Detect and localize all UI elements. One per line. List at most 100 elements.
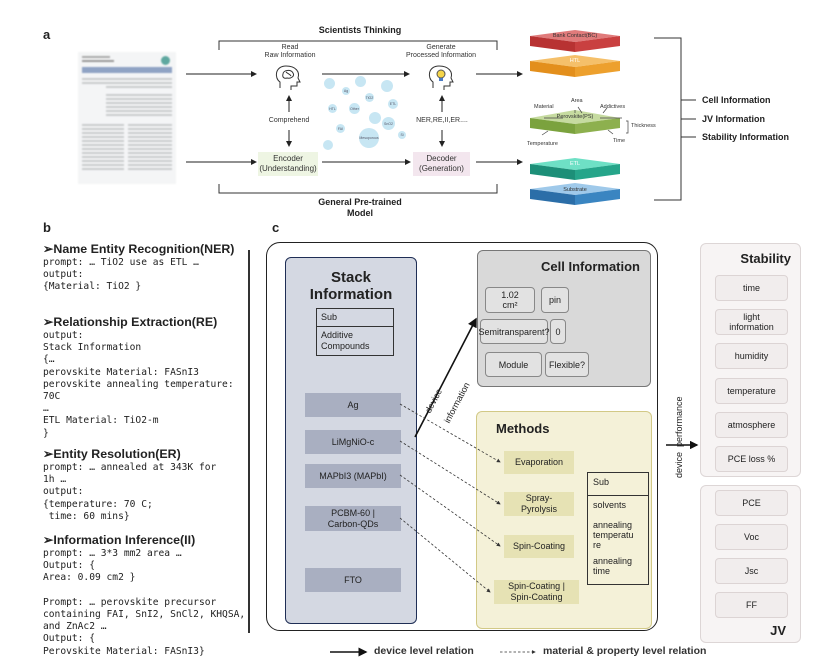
lightbulb-head-icon xyxy=(428,65,454,90)
scientists-bracket xyxy=(218,40,498,50)
jv-title: JV xyxy=(770,623,786,638)
bubble-htl: HTL xyxy=(328,104,337,113)
cell-module: Module xyxy=(485,352,542,377)
bubble-mesoporous: Mesoporous xyxy=(359,128,379,148)
stack-layer-pcbm: PCBM-60 | Carbon-QDs xyxy=(305,506,401,531)
device-outer-box xyxy=(266,242,658,631)
layer-substrate xyxy=(530,183,620,205)
bubble-fai: FAI xyxy=(336,124,345,133)
ner-heading: ➢Name Entity Recognition(NER) xyxy=(43,242,235,256)
knowledge-bubbles: Ag TiO2 ETL HTL Other SnO2 FAI Mesoporou… xyxy=(322,76,412,158)
method-spin-coating: Spin-Coating xyxy=(504,535,574,558)
method-evaporation: Evaporation xyxy=(504,451,574,474)
cell-structure-value: pin xyxy=(541,287,569,313)
ps-additives-label: Addictives xyxy=(600,104,626,110)
general-model-label: General Pre-trained Model xyxy=(318,197,402,218)
methods-sub-table: Sub solvents annealing temperatu re anne… xyxy=(587,472,649,585)
stack-sub-table: Sub Additive Compounds xyxy=(316,308,394,356)
jv-pce: PCE xyxy=(715,490,788,516)
substrate-label: Substrate xyxy=(563,187,587,193)
brain-head-icon xyxy=(275,65,301,90)
stability-temperature: temperature xyxy=(715,378,788,404)
ner-tasks-label: NER,RE,II,ER.... xyxy=(416,117,468,124)
jv-voc: Voc xyxy=(715,524,788,550)
bubble-ag: Ag xyxy=(342,87,350,95)
htl-label: HTL xyxy=(569,58,581,64)
stability-panel: Stability time light information humidit… xyxy=(700,243,801,477)
cell-semitransparent: Semitransparent? xyxy=(478,319,550,344)
comprehend-label: Comprehend xyxy=(268,117,310,124)
stability-light-information: light information xyxy=(715,309,788,335)
output-cell-information: Cell Information xyxy=(702,95,771,105)
stability-atmosphere: atmosphere xyxy=(715,412,788,438)
ps-material-label: Material xyxy=(534,104,554,110)
output-jv-information: JV Information xyxy=(702,114,766,124)
panel-a-connectors xyxy=(186,30,696,205)
device-information-arrow xyxy=(414,317,477,438)
stability-pce-loss: PCE loss % xyxy=(715,446,788,472)
panel-c-label: c xyxy=(272,220,280,235)
panel-divider xyxy=(248,250,250,633)
re-heading: ➢Relationship Extraction(RE) xyxy=(43,315,218,329)
output-stability-information: Stability Information xyxy=(702,132,790,142)
layer-htl xyxy=(530,55,620,77)
stack-layer-limgnio: LiMgNiO-c xyxy=(305,430,401,454)
layer-back-contact xyxy=(530,30,620,52)
er-heading: ➢Entity Resolution(ER) xyxy=(43,447,181,461)
method-spin-coating-double: Spin-Coating | Spin-Coating xyxy=(494,580,579,604)
ner-example: prompt: … TiO2 use as ETL … output: {Mat… xyxy=(43,257,199,293)
panel-b-label: b xyxy=(43,220,51,235)
encoder-box: Encoder(Understanding) xyxy=(258,152,318,176)
scientists-thinking-label: Scientists Thinking xyxy=(318,25,402,35)
stability-humidity: humidity xyxy=(715,343,788,369)
re-example: output: Stack Information {… perovskite … xyxy=(43,330,234,439)
cell-semitransparent-value: 0 xyxy=(550,319,566,344)
layer-etl xyxy=(530,158,620,180)
layer-perovskite xyxy=(530,110,620,134)
blurred-paper-image xyxy=(78,52,176,184)
cell-information-title: Cell Information xyxy=(541,259,640,274)
stability-time: time xyxy=(715,275,788,301)
stack-layer-mapbi3: MAPbI3 (MAPbI) xyxy=(305,464,401,488)
dashed-limgnio-spray xyxy=(399,440,501,505)
model-bracket xyxy=(218,184,498,194)
bubble-tio2: TiO2 xyxy=(365,93,374,102)
ps-time-label: Time xyxy=(613,138,626,144)
jv-panel: PCE Voc Jsc FF JV xyxy=(700,485,801,643)
bubble-si: Si xyxy=(398,131,406,139)
stack-layer-ag: Ag xyxy=(305,393,401,417)
methods-title: Methods xyxy=(496,421,550,436)
dashed-pcbm-spin xyxy=(399,517,491,593)
panel-a-label: a xyxy=(43,27,51,42)
method-spray-pyrolysis: Spray- Pyrolysis xyxy=(504,492,574,516)
device-performance-label: device performance xyxy=(674,396,684,478)
perovskite-label: Perovskite(PS) xyxy=(556,114,594,120)
stack-layer-fto: FTO xyxy=(305,568,401,592)
bubble-etl: ETL xyxy=(388,99,398,109)
etl-label: ETL xyxy=(569,161,581,167)
cell-flexible: Flexible? xyxy=(545,352,589,377)
decoder-box: Decoder(Generation) xyxy=(413,152,470,176)
legend-solid-text: device level relation xyxy=(374,645,474,657)
dashed-ag-evaporation xyxy=(399,403,501,463)
bubble-other: Other xyxy=(349,103,360,114)
stability-title: Stability xyxy=(740,251,791,266)
er-example: prompt: … annealed at 343K for 1h … outp… xyxy=(43,462,217,522)
back-contact-label: Bank Contact(BC) xyxy=(552,33,598,39)
bubble-sno2: SnO2 xyxy=(382,117,395,130)
methods-box: Methods Evaporation Spray- Pyrolysis Spi… xyxy=(476,411,652,629)
ps-area-label: Area xyxy=(571,98,583,104)
jv-jsc: Jsc xyxy=(715,558,788,584)
ii-heading: ➢Information Inference(II) xyxy=(43,533,196,547)
ii-example: prompt: … 3*3 mm2 area … Output: { Area:… xyxy=(43,548,246,657)
dashed-mapbi3-spin xyxy=(399,474,501,547)
jv-ff: FF xyxy=(715,592,788,618)
ps-temperature-label: Temperature xyxy=(527,141,558,147)
